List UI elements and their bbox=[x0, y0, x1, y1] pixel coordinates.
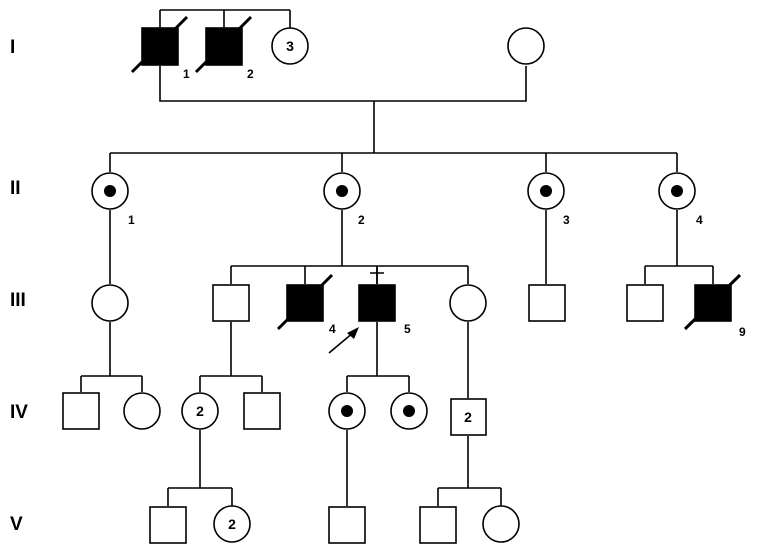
individual-iii-2 bbox=[212, 284, 250, 322]
male-symbol bbox=[328, 506, 366, 544]
male-symbol bbox=[450, 398, 487, 436]
female-symbol bbox=[181, 392, 219, 430]
individual-iv-5 bbox=[328, 392, 366, 430]
individual-number: 4 bbox=[329, 322, 336, 336]
individual-ii-2: 2 bbox=[323, 172, 365, 227]
carrier-dot bbox=[336, 185, 348, 197]
generation-label-ii: II bbox=[10, 178, 21, 199]
sibling-count: 2 bbox=[228, 516, 236, 532]
proband-arrow-icon bbox=[347, 327, 359, 339]
individual-iii-1 bbox=[91, 284, 129, 322]
sibship-line-gen2 bbox=[109, 152, 678, 172]
individual-number: 3 bbox=[563, 213, 570, 227]
individual-number: 2 bbox=[358, 213, 365, 227]
sibship-line-iv7 bbox=[437, 436, 502, 506]
individual-iv-6 bbox=[390, 392, 428, 430]
deceased-slash bbox=[130, 15, 189, 74]
sibling-count: 3 bbox=[286, 38, 294, 54]
affected-male-symbol bbox=[141, 27, 179, 66]
affected-male-symbol bbox=[205, 27, 243, 66]
individual-v-2: 2 bbox=[213, 505, 251, 543]
sibship-line-iii5 bbox=[346, 322, 410, 392]
pedigree-lines bbox=[80, 9, 714, 506]
female-symbol bbox=[482, 505, 520, 543]
sibling-count: 2 bbox=[464, 409, 472, 425]
individual-iv-1 bbox=[62, 392, 100, 430]
individual-number: 4 bbox=[696, 213, 703, 227]
female-symbol bbox=[271, 27, 309, 65]
male-symbol bbox=[243, 392, 281, 430]
individual-iv-4 bbox=[243, 392, 281, 430]
individual-ii-4: 4 bbox=[658, 172, 703, 227]
individual-i-4 bbox=[507, 27, 545, 65]
male-symbol bbox=[419, 506, 457, 544]
generation-label-i: I bbox=[10, 37, 15, 58]
sibship-line-ii2 bbox=[230, 210, 469, 284]
individual-iii-4: 4 bbox=[276, 273, 336, 336]
sibship-line-iii1 bbox=[80, 322, 143, 392]
individual-v-1 bbox=[149, 506, 187, 544]
deceased-slash bbox=[683, 273, 742, 331]
male-symbol bbox=[212, 284, 250, 322]
sibling-count: 2 bbox=[196, 403, 204, 419]
individual-iii-6 bbox=[449, 284, 487, 322]
individual-iii-5: 5 bbox=[328, 266, 411, 354]
individual-iii-7 bbox=[528, 284, 566, 322]
individual-v-3 bbox=[328, 506, 366, 544]
affected-male-symbol bbox=[358, 284, 396, 322]
male-symbol bbox=[626, 284, 664, 322]
carrier-dot bbox=[341, 405, 353, 417]
individual-iii-9: 9 bbox=[683, 273, 746, 339]
carrier-dot bbox=[540, 185, 552, 197]
individual-iv-2 bbox=[123, 392, 161, 430]
couple-line-gen1 bbox=[159, 66, 527, 102]
carrier-dot bbox=[104, 185, 116, 197]
individual-iv-3: 2 bbox=[181, 392, 219, 430]
individual-number: 1 bbox=[183, 67, 190, 81]
deceased-slash bbox=[194, 15, 253, 74]
female-symbol bbox=[213, 505, 251, 543]
female-symbol bbox=[507, 27, 545, 65]
proband-arrow-shaft bbox=[328, 331, 355, 354]
individual-number: 1 bbox=[128, 213, 135, 227]
individual-i-2: 2 bbox=[194, 15, 254, 81]
sibship-line-iv3 bbox=[167, 430, 233, 506]
individual-i-3: 3 bbox=[271, 27, 309, 65]
carrier-dot bbox=[403, 405, 415, 417]
male-symbol bbox=[62, 392, 100, 430]
individual-number: 5 bbox=[404, 322, 411, 336]
female-symbol bbox=[449, 284, 487, 322]
individual-number: 2 bbox=[247, 67, 254, 81]
female-symbol bbox=[91, 284, 129, 322]
male-symbol bbox=[149, 506, 187, 544]
individual-v-4 bbox=[419, 506, 457, 544]
generation-label-iv: IV bbox=[10, 402, 28, 423]
individual-ii-3: 3 bbox=[527, 172, 570, 227]
individual-number: 9 bbox=[739, 325, 746, 339]
sibship-line-iii2 bbox=[199, 322, 263, 392]
carrier-dot bbox=[671, 185, 683, 197]
individual-iv-7: 2 bbox=[450, 398, 487, 436]
sibship-line-gen1 bbox=[159, 9, 291, 28]
sibship-line-ii4 bbox=[644, 210, 714, 284]
deceased-slash bbox=[276, 273, 334, 331]
individual-ii-1: 1 bbox=[91, 172, 135, 227]
individual-iii-8 bbox=[626, 284, 664, 322]
individual-v-5 bbox=[482, 505, 520, 543]
cross-mark bbox=[370, 266, 384, 284]
female-symbol bbox=[123, 392, 161, 430]
generation-label-iii: III bbox=[10, 290, 26, 311]
generation-label-v: V bbox=[10, 514, 23, 535]
individual-i-1: 1 bbox=[130, 15, 190, 81]
male-symbol bbox=[528, 284, 566, 322]
